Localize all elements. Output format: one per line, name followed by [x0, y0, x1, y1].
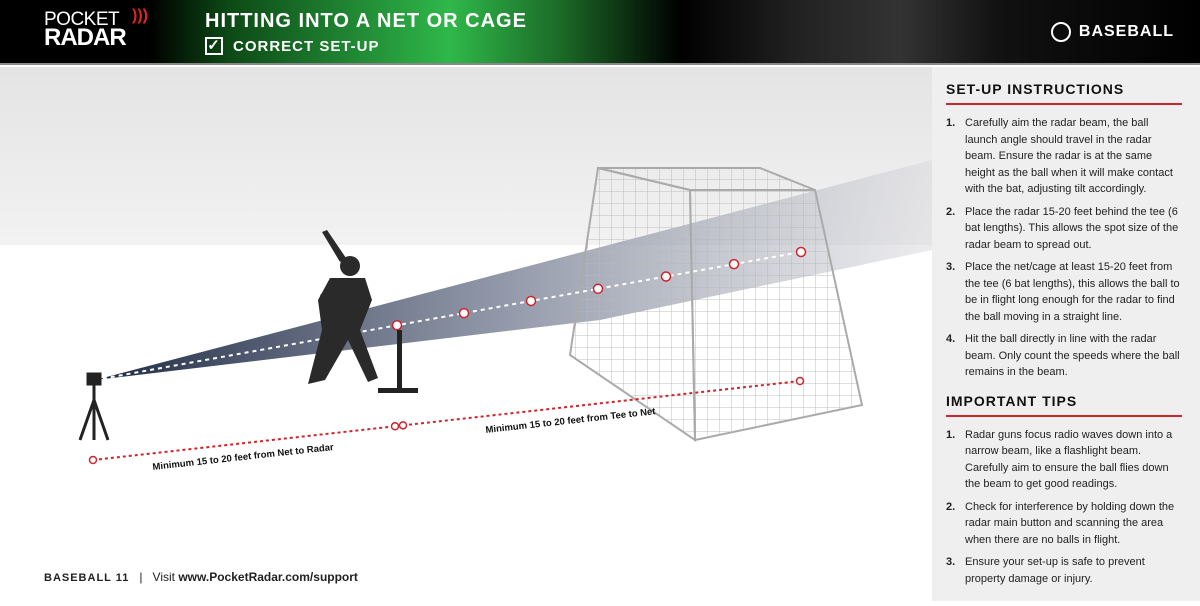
- tips-heading: IMPORTANT TIPS: [946, 393, 1182, 417]
- distance-marker: [88, 455, 98, 465]
- item-text: Carefully aim the radar beam, the ball l…: [965, 117, 1173, 195]
- page-title: HITTING INTO A NET OR CAGE: [205, 10, 527, 32]
- distance-marker: [398, 421, 408, 430]
- separator: |: [139, 570, 143, 584]
- radar-tripod: [78, 372, 110, 441]
- ball-marker: [728, 258, 740, 270]
- item-text: Hit the ball directly in line with the r…: [965, 333, 1180, 378]
- ball-marker: [525, 295, 537, 307]
- subtitle: ✓ CORRECT SET-UP: [205, 37, 380, 55]
- ball-marker: [795, 246, 807, 258]
- list-item: 3. Place the net/cage at least 15-20 feet…: [946, 259, 1180, 325]
- support-link[interactable]: www.PocketRadar.com/support: [178, 570, 358, 584]
- setup-illustration: Minimum 15 to 20 feet from Net to Radar …: [0, 67, 932, 601]
- ball-markers: [391, 246, 807, 331]
- ball-marker: [391, 319, 403, 331]
- item-text: Place the radar 15-20 feet behind the te…: [965, 205, 1179, 251]
- distance-marker: [390, 422, 400, 431]
- ball-marker: [458, 307, 470, 319]
- list-item: 2. Check for interference by holding down…: [946, 499, 1180, 549]
- list-item: 3. Ensure your set-up is safe to prevent …: [946, 554, 1180, 587]
- item-number: 3.: [946, 556, 956, 568]
- list-item: 2. Place the radar 15-20 feet behind the …: [946, 204, 1180, 254]
- item-text: Check for interference by holding down t…: [965, 500, 1175, 546]
- setup-heading: SET-UP INSTRUCTIONS: [946, 81, 1182, 105]
- visit-text: Visit: [152, 570, 179, 584]
- sport-label: BASEBALL: [1050, 22, 1174, 42]
- distance-markers: [88, 376, 805, 465]
- sport-text: BASEBALL: [1078, 23, 1174, 40]
- logo-line2: RADAR: [44, 24, 127, 51]
- ball-marker: [592, 283, 604, 295]
- footer: BASEBALL 11 | Visit www.PocketRadar.com/…: [44, 570, 358, 584]
- ball-marker: [660, 271, 672, 282]
- item-number: 2.: [946, 500, 956, 513]
- item-number: 1.: [946, 428, 956, 441]
- pocket-radar-logo: POCKET RADAR ))): [44, 8, 148, 51]
- subtitle-text: CORRECT SET-UP: [233, 37, 380, 55]
- instructions-panel: SET-UP INSTRUCTIONS 1. Carefully aim the …: [932, 67, 1200, 601]
- item-number: 2.: [946, 205, 956, 218]
- item-text: Radar guns focus radio waves down into a…: [965, 428, 1173, 491]
- header: POCKET RADAR ))) HITTING INTO A NET OR C…: [0, 0, 1200, 65]
- batting-tee: [378, 330, 418, 393]
- item-number: 4.: [946, 333, 956, 345]
- radar-waves-icon: ))): [132, 7, 148, 24]
- tips-list: 1. Radar guns focus radio waves down into…: [946, 427, 1180, 588]
- item-text: Place the net/cage at least 15-20 feet f…: [965, 261, 1180, 323]
- checkbox-icon: ✓: [205, 37, 223, 55]
- item-text: Ensure your set-up is safe to prevent pr…: [965, 556, 1145, 585]
- list-item: 1. Radar guns focus radio waves down into…: [946, 427, 1180, 493]
- distance-line: [92, 380, 801, 461]
- baseball-icon: [1050, 22, 1071, 42]
- batter-silhouette: [308, 230, 378, 384]
- list-item: 1. Carefully aim the radar beam, the ball…: [946, 115, 1180, 198]
- list-item: 4. Hit the ball directly in line with the…: [946, 331, 1180, 381]
- setup-list: 1. Carefully aim the radar beam, the ball…: [946, 115, 1180, 381]
- page-number: BASEBALL 11: [44, 572, 130, 584]
- distance-marker: [795, 376, 805, 386]
- cage: [568, 166, 864, 442]
- logo-line1: POCKET: [44, 9, 120, 30]
- item-number: 1.: [946, 117, 956, 129]
- item-number: 3.: [946, 261, 956, 273]
